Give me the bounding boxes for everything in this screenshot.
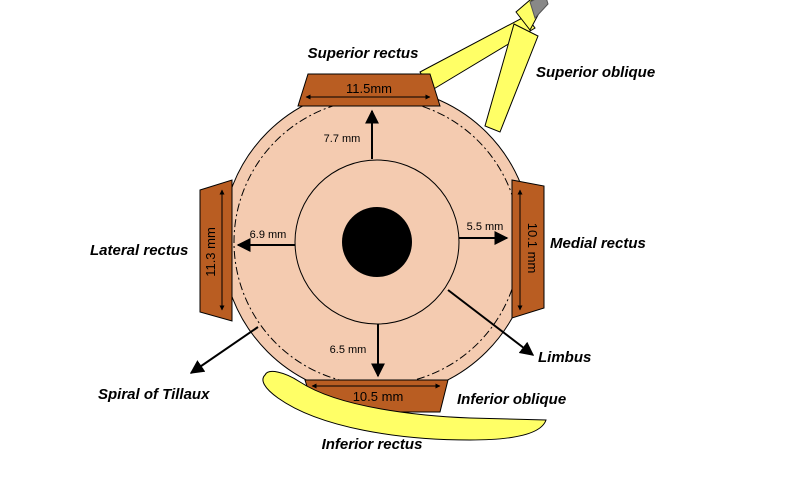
lateral-rectus-muscle: 11.3 mm [199, 179, 233, 322]
spiral-of-tillaux-label: Spiral of Tillaux [98, 386, 210, 403]
inferior-distance-label: 6.5 mm [330, 344, 367, 356]
limbus-label: Limbus [538, 349, 591, 366]
lateral-rectus-width: 11.3 mm [203, 227, 218, 277]
superior-distance-label: 7.7 mm [324, 133, 361, 145]
inferior-oblique-label: Inferior oblique [457, 391, 566, 408]
superior-rectus-label: Superior rectus [308, 45, 419, 62]
superior-rectus-muscle: 11.5mm [297, 73, 441, 107]
spiral-pointer-arrow [189, 326, 259, 374]
medial-distance-label: 5.5 mm [467, 221, 504, 233]
inferior-oblique-muscle [262, 371, 547, 441]
inferior-rectus-width: 10.5 mm [353, 389, 404, 404]
superior-rectus-width: 11.5mm [346, 81, 392, 96]
medial-rectus-label: Medial rectus [550, 235, 646, 252]
superior-oblique-muscle [419, 0, 549, 133]
inferior-rectus-label: Inferior rectus [322, 436, 423, 453]
lateral-rectus-label: Lateral rectus [90, 242, 188, 259]
limbus-pointer-arrow [447, 289, 535, 356]
medial-rectus-muscle: 10.1 mm [511, 179, 545, 319]
superior-oblique-label: Superior oblique [536, 64, 655, 81]
medial-rectus-width: 10.1 mm [525, 223, 540, 274]
lateral-distance-label: 6.9 mm [250, 229, 287, 241]
pupil [342, 207, 412, 277]
